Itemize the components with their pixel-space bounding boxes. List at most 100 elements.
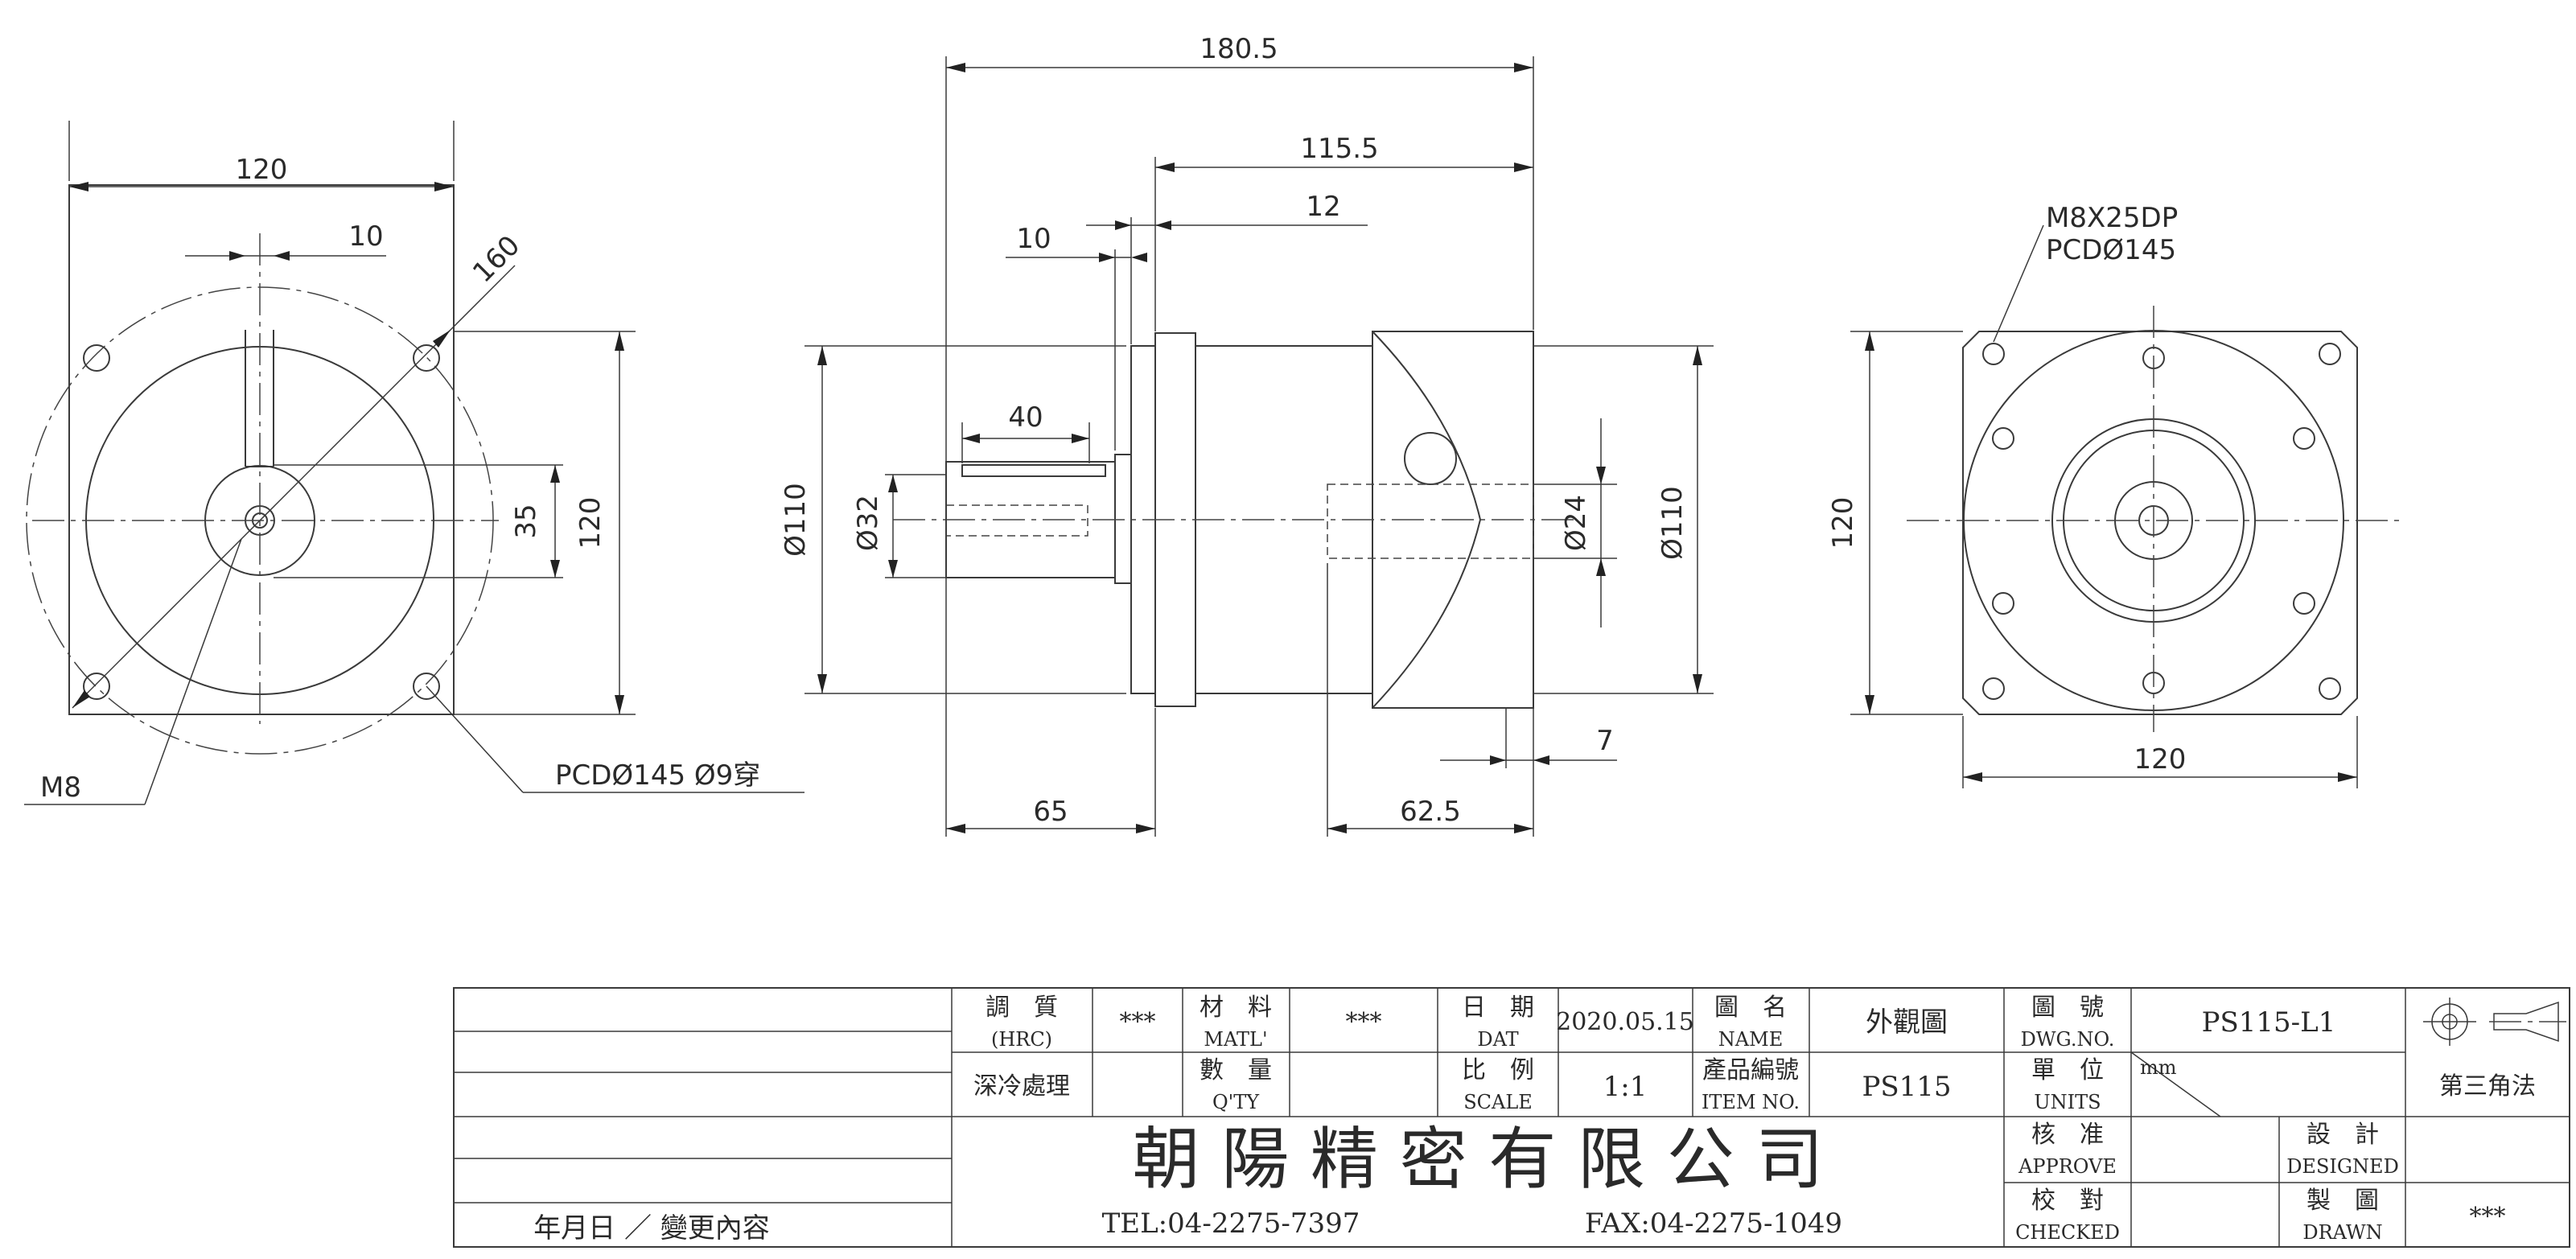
tb-dwg-val: PS115-L1 bbox=[2202, 1006, 2336, 1039]
rear-tap-hole-lb bbox=[1992, 592, 2014, 615]
tb-checked-en: CHECKED bbox=[2015, 1221, 2120, 1244]
tb-date-val: 2020.05.15 bbox=[1556, 1008, 1694, 1036]
front-bolt-hole-tr bbox=[413, 344, 440, 372]
tb-projection: 第三角法 bbox=[2439, 1072, 2536, 1101]
arrow bbox=[888, 475, 898, 492]
arrow bbox=[72, 690, 90, 708]
tb-dwg-en: DWG.NO. bbox=[2021, 1028, 2115, 1051]
rear-tap-hole-rt bbox=[2293, 427, 2315, 450]
label-front-holes: PCDØ145 Ø9穿 bbox=[555, 759, 760, 792]
tb-drawn-val: *** bbox=[2470, 1203, 2506, 1231]
dim-side-flange-dia-left: Ø110 bbox=[780, 483, 812, 557]
title-block: 年月日 ／ 變更內容 調 質 (HRC) *** 材 料 MATL' *** 日… bbox=[453, 987, 2570, 1248]
rear-corner-hole-bl bbox=[1982, 677, 2005, 700]
arrow bbox=[1490, 755, 1506, 765]
front-bolt-hole-br bbox=[413, 673, 440, 700]
tb-treatment: 深冷處理 bbox=[973, 1072, 1070, 1101]
arrow bbox=[1596, 467, 1606, 484]
arrow bbox=[1327, 824, 1347, 833]
tb-matl-en: MATL' bbox=[1204, 1028, 1267, 1051]
side-input-bore bbox=[1327, 483, 1534, 559]
arrow bbox=[615, 331, 624, 351]
arrow bbox=[817, 674, 827, 693]
leader-m8 bbox=[144, 538, 242, 805]
label-front-thread: M8 bbox=[40, 771, 81, 804]
tb-units-zh: 單 位 bbox=[2031, 1056, 2104, 1084]
tb-matl-val: *** bbox=[1346, 1008, 1382, 1036]
tb-approve-zh: 核 准 bbox=[2031, 1121, 2104, 1149]
dim-side-overall: 180.5 bbox=[1200, 33, 1278, 65]
dim-front-width: 120 bbox=[236, 154, 288, 186]
tb-fax: FAX:04-2275-1049 bbox=[1585, 1208, 1842, 1240]
arrow bbox=[550, 560, 560, 578]
arrow bbox=[1963, 772, 1982, 782]
arrow bbox=[434, 182, 454, 191]
dim-rear-height: 120 bbox=[1827, 497, 1859, 549]
tb-units-en: UNITS bbox=[2034, 1091, 2101, 1113]
arrow bbox=[274, 251, 290, 261]
dim-side-spigot: 10 bbox=[1016, 223, 1051, 255]
arrow bbox=[1136, 824, 1155, 833]
arrow bbox=[1514, 63, 1533, 72]
arrow bbox=[888, 560, 898, 578]
arrow bbox=[1072, 434, 1089, 443]
arrow bbox=[1514, 824, 1533, 833]
tb-item-zh: 產品編號 bbox=[1702, 1056, 1799, 1084]
label-rear-tap: M8X25DP bbox=[2046, 202, 2178, 234]
dim-front-diagonal: 160 bbox=[467, 229, 526, 289]
tb-name-val: 外觀圖 bbox=[1866, 1006, 1948, 1039]
tb-scale-val: 1:1 bbox=[1603, 1071, 1648, 1103]
front-flange-outline bbox=[68, 184, 455, 715]
rear-tap-hole-rb bbox=[2293, 592, 2315, 615]
side-spigot bbox=[1114, 454, 1132, 584]
arrow bbox=[1099, 253, 1115, 262]
tb-name-zh: 圖 名 bbox=[1714, 994, 1787, 1022]
arrow bbox=[946, 63, 965, 72]
tb-drawn-en: DRAWN bbox=[2302, 1221, 2382, 1244]
arrow bbox=[1693, 346, 1702, 365]
rear-corner-hole-tl bbox=[1982, 343, 2005, 365]
arrow bbox=[1514, 163, 1533, 172]
side-shaft-hole bbox=[945, 504, 1088, 537]
tb-qty-zh: 數 量 bbox=[1200, 1056, 1272, 1084]
tb-tel: TEL:04-2275-7397 bbox=[1102, 1208, 1360, 1240]
arrow bbox=[1693, 674, 1702, 693]
arrow bbox=[1155, 163, 1175, 172]
arrow bbox=[1115, 220, 1131, 230]
tb-checked-zh: 校 對 bbox=[2031, 1187, 2104, 1215]
dim-side-body: 115.5 bbox=[1300, 133, 1378, 165]
rear-corner-hole-br bbox=[2319, 677, 2341, 700]
arrow bbox=[1155, 220, 1171, 230]
arrow bbox=[1596, 558, 1606, 576]
dim-front-key-width: 10 bbox=[348, 220, 383, 253]
tb-hardness-en: (HRC) bbox=[991, 1028, 1052, 1051]
rear-tap-hole-lt bbox=[1992, 427, 2014, 450]
tb-qty-en: Q'TY bbox=[1212, 1091, 1260, 1113]
tb-hardness-zh: 調 質 bbox=[986, 994, 1058, 1022]
leader-pcd bbox=[426, 685, 524, 793]
rev-footer: 年月日 ／ 變更內容 bbox=[533, 1212, 770, 1245]
rear-view: M8X25DP PCDØ145 120 120 bbox=[1827, 202, 2405, 788]
tb-designed-en: DESIGNED bbox=[2286, 1155, 2399, 1178]
rear-corner-hole-tr bbox=[2319, 343, 2341, 365]
dim-side-input-bore: Ø24 bbox=[1560, 495, 1592, 551]
tb-dwg-zh: 圖 號 bbox=[2031, 994, 2104, 1022]
tb-matl-zh: 材 料 bbox=[1200, 994, 1272, 1022]
arrow bbox=[1131, 253, 1147, 262]
arrow bbox=[1533, 755, 1549, 765]
side-view: 180.5 115.5 12 10 40 Ø110 bbox=[780, 33, 1714, 837]
arrow bbox=[817, 346, 827, 365]
front-bolt-hole-bl bbox=[83, 673, 110, 700]
arrow bbox=[615, 695, 624, 714]
leader-rear-tap bbox=[1993, 224, 2044, 343]
dim-side-key: 40 bbox=[1008, 401, 1043, 434]
tb-approve-en: APPROVE bbox=[2018, 1155, 2117, 1178]
arrow bbox=[962, 434, 980, 443]
side-screw-access bbox=[1404, 432, 1457, 485]
tb-hardness-val: *** bbox=[1120, 1008, 1156, 1036]
tb-item-en: ITEM NO. bbox=[1702, 1091, 1800, 1113]
tb-item-val: PS115 bbox=[1862, 1071, 1951, 1103]
arrow bbox=[229, 251, 245, 261]
arrow bbox=[946, 824, 965, 833]
